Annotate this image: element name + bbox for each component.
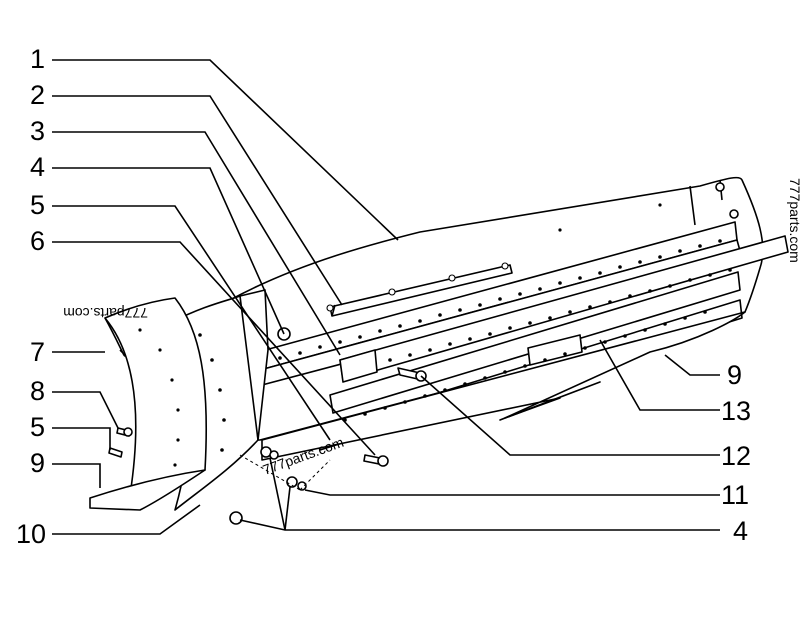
watermark-right: 777parts.com [787,178,800,263]
callout-6: 6 [30,226,45,256]
callout-1: 1 [30,44,45,74]
callout-11: 11 [721,480,749,510]
callout-4-top: 4 [30,152,45,182]
callout-5-top: 5 [30,190,45,220]
callout-13: 13 [721,396,751,426]
callout-8: 8 [30,376,45,406]
hole-pattern [138,203,732,467]
callout-9-left: 9 [30,448,45,478]
callout-3: 3 [30,116,45,146]
callout-10: 10 [16,519,46,549]
callout-9-right: 9 [727,360,742,390]
leader-lines [52,59,720,535]
callout-4-bottom: 4 [733,516,748,546]
lower-blade-right [261,311,746,461]
top-strip-bolts [326,262,509,312]
callout-7: 7 [30,337,45,367]
callout-2: 2 [30,80,45,110]
callout-12: 12 [721,441,751,471]
side-shield [89,297,208,511]
callout-5-bottom: 5 [30,412,45,442]
watermark-left: 777parts.com [63,305,148,321]
